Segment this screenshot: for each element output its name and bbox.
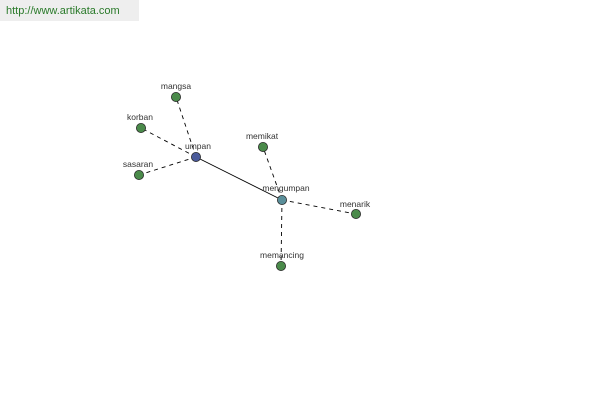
node-label-mangsa[interactable]: mangsa: [161, 81, 192, 91]
node-label-memancing[interactable]: memancing: [260, 250, 304, 260]
node-label-memikat[interactable]: memikat: [246, 131, 279, 141]
node-mangsa[interactable]: [170, 92, 181, 103]
node-mengumpan[interactable]: [276, 194, 287, 205]
source-url[interactable]: http://www.artikata.com: [6, 5, 120, 17]
edge-mengumpan-memancing: [280, 199, 283, 267]
node-label-mengumpan[interactable]: mengumpan: [262, 183, 310, 193]
source-banner: http://www.artikata.com: [0, 0, 139, 21]
nodes-layer: [133, 92, 361, 271]
edge-umpan-korban: [140, 127, 197, 158]
edge-umpan-sasaran: [138, 156, 197, 176]
node-memancing[interactable]: [275, 260, 286, 271]
edge-umpan-mangsa: [175, 96, 197, 158]
node-label-sasaran[interactable]: sasaran: [123, 159, 154, 169]
node-memikat[interactable]: [257, 141, 268, 152]
node-menarik[interactable]: [350, 208, 361, 219]
node-label-menarik[interactable]: menarik: [340, 199, 371, 209]
labels-layer: umpan mengumpan mangsa korban sasaran memikat…: [123, 81, 371, 260]
node-label-umpan[interactable]: umpan: [185, 141, 211, 151]
edge-mengumpan-memikat: [262, 146, 283, 201]
node-sasaran[interactable]: [133, 169, 144, 180]
node-korban[interactable]: [135, 123, 146, 134]
node-label-korban[interactable]: korban: [127, 112, 153, 122]
edges-layer: [138, 96, 357, 267]
edge-umpan-mengumpan: [195, 156, 283, 201]
node-umpan[interactable]: [190, 151, 201, 162]
